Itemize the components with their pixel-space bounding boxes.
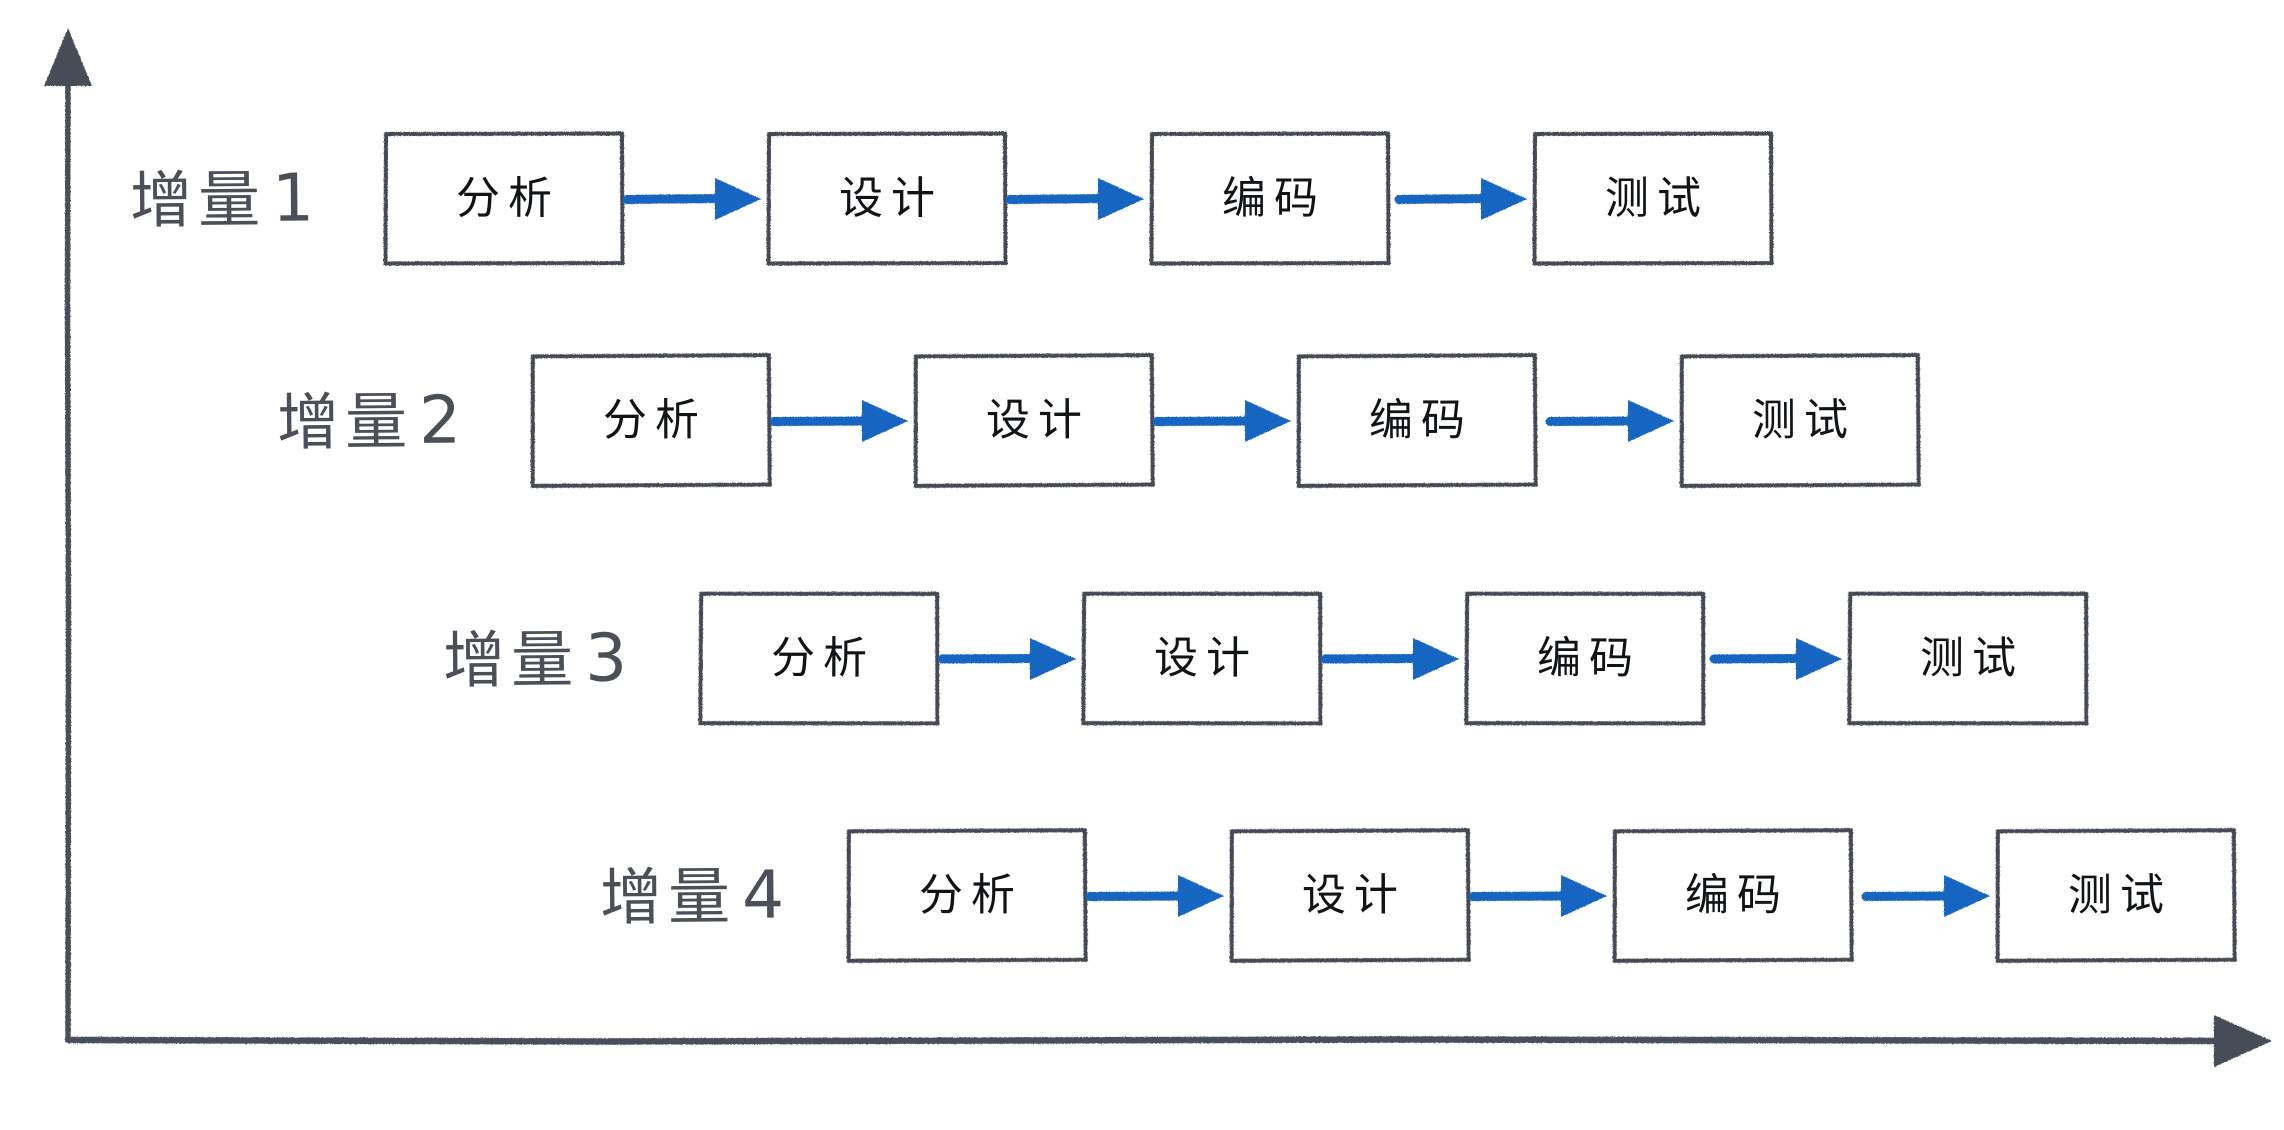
phase-box-label: 设计 bbox=[1153, 632, 1259, 684]
arrow-coding-to-testing-1 bbox=[1389, 169, 1534, 229]
phase-box-design-3[interactable]: 设计 bbox=[1081, 591, 1323, 726]
phase-box-label: 分析 bbox=[770, 632, 876, 684]
increment-row-label-2: 增量2 bbox=[277, 381, 533, 459]
phase-box-label: 编码 bbox=[1368, 394, 1474, 446]
phase-box-label: 分析 bbox=[602, 394, 708, 446]
increment-label-number-2: 2 bbox=[418, 381, 462, 459]
increment-label-number-3: 3 bbox=[584, 619, 628, 697]
increment-row-3: 增量3 分析 设计 bbox=[443, 591, 2089, 726]
phase-box-label: 编码 bbox=[1536, 632, 1642, 684]
phase-box-analysis-4[interactable]: 分析 bbox=[846, 828, 1088, 963]
phase-box-label: 测试 bbox=[1919, 632, 2025, 684]
arrow-icon bbox=[938, 637, 1076, 680]
phase-box-analysis-1[interactable]: 分析 bbox=[383, 131, 625, 266]
arrow-coding-to-testing-4 bbox=[1852, 866, 1997, 926]
phase-box-label: 设计 bbox=[1301, 869, 1407, 921]
arrow-icon bbox=[1545, 399, 1674, 442]
arrow-icon bbox=[1086, 874, 1224, 917]
phase-box-design-2[interactable]: 设计 bbox=[913, 353, 1155, 488]
phase-box-testing-2[interactable]: 测试 bbox=[1679, 353, 1921, 488]
arrow-icon bbox=[770, 399, 908, 442]
y-axis-line bbox=[64, 63, 72, 1043]
increment-label-number-1: 1 bbox=[271, 159, 315, 237]
phase-box-label: 编码 bbox=[1684, 869, 1790, 921]
phase-box-design-1[interactable]: 设计 bbox=[766, 131, 1008, 266]
increment-row-label-1: 增量1 bbox=[130, 159, 386, 237]
arrow-icon bbox=[623, 177, 761, 220]
phase-box-analysis-3[interactable]: 分析 bbox=[698, 591, 940, 726]
arrow-design-to-coding-1 bbox=[1006, 169, 1151, 229]
x-axis-arrowhead bbox=[2214, 1015, 2272, 1067]
phase-box-label: 设计 bbox=[985, 394, 1091, 446]
phase-box-label: 测试 bbox=[2067, 869, 2173, 921]
arrow-icon bbox=[1469, 874, 1607, 917]
phase-box-analysis-2[interactable]: 分析 bbox=[530, 353, 772, 488]
phase-box-testing-1[interactable]: 测试 bbox=[1532, 131, 1774, 266]
arrow-icon bbox=[1321, 637, 1459, 680]
increment-row-label-3: 增量3 bbox=[443, 619, 701, 697]
increment-label-text-4: 增量 bbox=[599, 859, 737, 934]
phase-box-coding-4[interactable]: 编码 bbox=[1612, 828, 1854, 963]
arrow-icon bbox=[1153, 399, 1291, 442]
arrow-design-to-coding-2 bbox=[1153, 391, 1298, 451]
arrow-analysis-to-design-3 bbox=[938, 629, 1083, 689]
increment-row-2: 增量2 分析 设计 bbox=[277, 353, 1921, 488]
arrow-coding-to-testing-3 bbox=[1704, 629, 1849, 689]
phase-box-label: 编码 bbox=[1222, 172, 1326, 224]
increment-row-1: 增量1 分析 设计 bbox=[130, 131, 1774, 266]
arrow-design-to-coding-4 bbox=[1469, 866, 1614, 926]
phase-box-label: 测试 bbox=[1605, 172, 1709, 224]
phase-box-design-4[interactable]: 设计 bbox=[1229, 828, 1471, 963]
arrow-analysis-to-design-1 bbox=[623, 169, 768, 229]
increment-row-4: 增量4 分析 设计 bbox=[600, 828, 2237, 963]
arrow-design-to-coding-3 bbox=[1321, 629, 1466, 689]
phase-box-coding-2[interactable]: 编码 bbox=[1296, 353, 1538, 488]
arrow-icon bbox=[1006, 177, 1144, 220]
phase-box-label: 测试 bbox=[1751, 394, 1857, 446]
arrow-analysis-to-design-2 bbox=[770, 391, 915, 451]
phase-box-label: 分析 bbox=[918, 869, 1024, 921]
arrow-coding-to-testing-2 bbox=[1536, 391, 1681, 451]
arrow-analysis-to-design-4 bbox=[1086, 866, 1231, 926]
arrow-icon bbox=[1394, 177, 1527, 220]
phase-box-testing-4[interactable]: 测试 bbox=[1995, 828, 2237, 963]
phase-box-coding-3[interactable]: 编码 bbox=[1464, 591, 1706, 726]
increment-label-text-1: 增量 bbox=[129, 162, 267, 237]
x-axis-line bbox=[64, 1036, 2240, 1045]
phase-box-coding-1[interactable]: 编码 bbox=[1149, 131, 1391, 266]
phase-box-label: 分析 bbox=[456, 172, 560, 224]
increment-label-text-2: 增量 bbox=[276, 384, 414, 459]
arrow-icon bbox=[1861, 874, 1990, 917]
phase-box-label: 设计 bbox=[839, 172, 943, 224]
increment-row-label-4: 增量4 bbox=[600, 856, 849, 934]
increment-label-number-4: 4 bbox=[741, 855, 785, 934]
increment-label-text-3: 增量 bbox=[442, 622, 580, 697]
phase-box-testing-3[interactable]: 测试 bbox=[1847, 591, 2089, 726]
y-axis-arrowhead bbox=[44, 28, 92, 86]
arrow-icon bbox=[1709, 637, 1842, 680]
